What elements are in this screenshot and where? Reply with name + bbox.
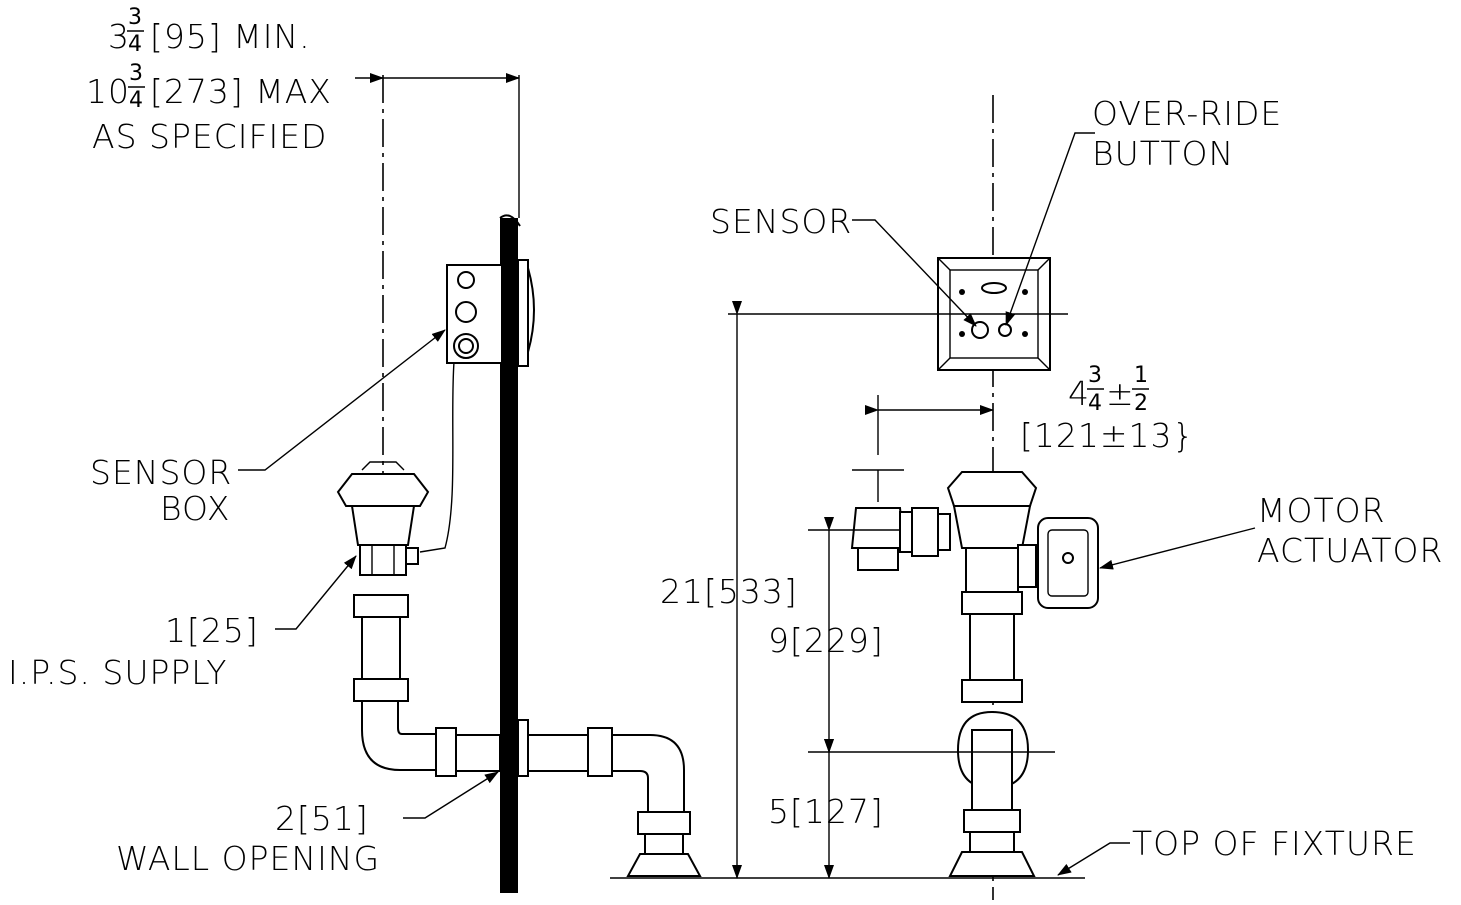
valve-side	[336, 461, 720, 879]
sensor-box-side	[419, 259, 535, 553]
leaders-right	[852, 132, 1256, 876]
valve-front	[850, 469, 1099, 877]
max-rest: [273] MAX	[150, 72, 332, 111]
override-label-1: OVER-RIDE	[1092, 94, 1282, 133]
sensor-box-label-2: BOX	[160, 489, 231, 528]
ips-label-2: I.P.S. SUPPLY	[8, 653, 227, 692]
dim-21-label: 21[533]	[660, 572, 798, 611]
offset-frac-num: 3	[1088, 363, 1102, 388]
labels-right: SENSOR OVER-RIDE BUTTON 4 3 4 ± 1 2 [121…	[660, 94, 1443, 863]
leaders-left	[238, 329, 499, 819]
offset-whole: 4	[1068, 374, 1090, 413]
wall-label-2: WALL OPENING	[116, 839, 380, 878]
offset-tol-den: 2	[1134, 391, 1148, 416]
min-frac-num: 3	[128, 5, 142, 30]
min-whole: 3	[108, 17, 130, 56]
sensor-box-label-1: SENSOR	[90, 453, 232, 492]
sensor-label: SENSOR	[710, 202, 852, 241]
ips-label-1: 1[25]	[165, 611, 259, 650]
max-frac-den: 4	[129, 88, 143, 113]
dim-5-label: 5[127]	[768, 792, 884, 831]
min-frac-den: 4	[128, 32, 142, 57]
wall-label-1: 2[51]	[275, 799, 369, 838]
wall	[499, 214, 521, 893]
motor-label-2: ACTUATOR	[1257, 531, 1443, 570]
offset-mm: [121±13}	[1020, 416, 1195, 455]
motor-label-1: MOTOR	[1257, 491, 1386, 530]
as-specified: AS SPECIFIED	[92, 117, 327, 156]
labels-left: 3 3 4 [95] MIN. 10 3 4 [273] MAX AS SPEC…	[8, 5, 380, 878]
override-label-2: BUTTON	[1092, 134, 1234, 173]
top-fixture-label: TOP OF FIXTURE	[1132, 824, 1417, 863]
min-rest: [95] MIN.	[150, 17, 311, 56]
max-frac-num: 3	[129, 61, 143, 86]
dim-9-label: 9[229]	[768, 621, 884, 660]
offset-pm: ±	[1106, 374, 1135, 413]
max-whole: 10	[86, 72, 130, 111]
dim-min-max	[355, 73, 520, 490]
offset-frac-den: 4	[1088, 391, 1102, 416]
offset-tol-num: 1	[1134, 363, 1148, 388]
